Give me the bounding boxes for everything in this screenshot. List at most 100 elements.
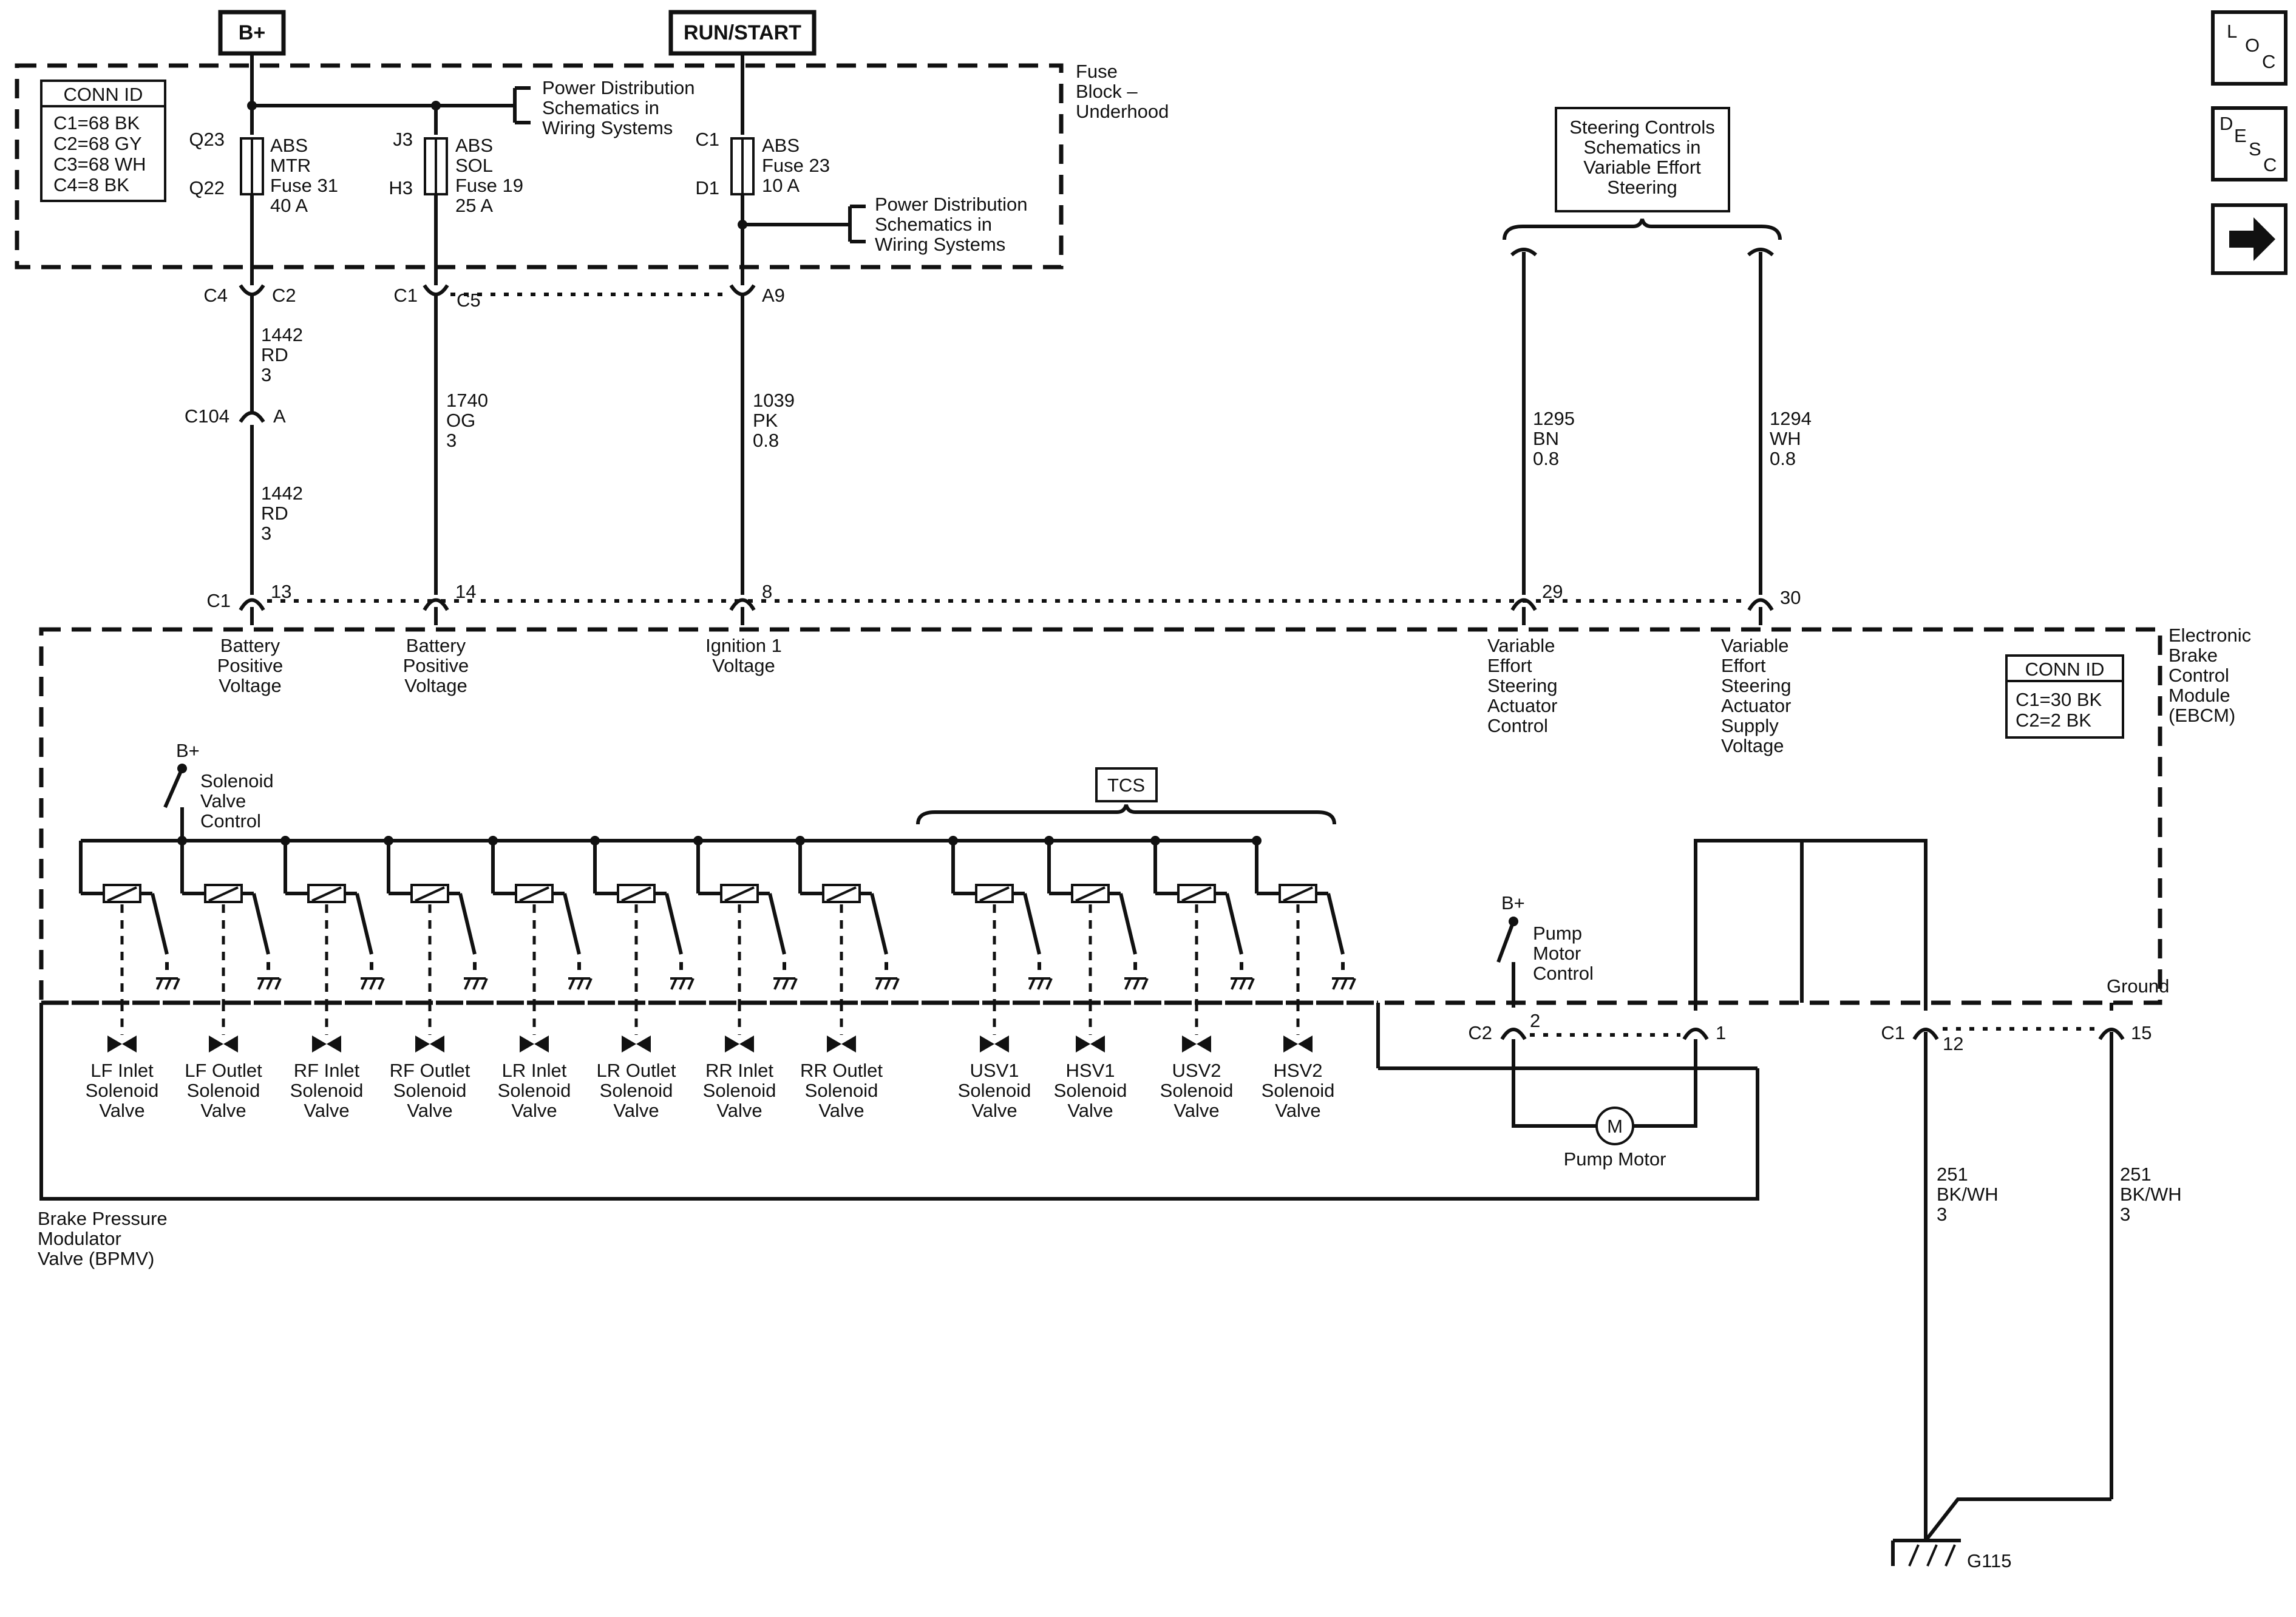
svg-text:Underhood: Underhood (1076, 101, 1169, 122)
steering-ref-connector-right (1747, 248, 1775, 257)
svg-text:1294: 1294 (1770, 408, 1812, 429)
desc-button[interactable]: D E S C (2211, 106, 2288, 181)
valve-label-usv1-0: USV1 (970, 1060, 1019, 1081)
valve-icon (1283, 1036, 1313, 1053)
valve-label-lf-outlet-0: LF Outlet (185, 1060, 262, 1081)
tcs-bracket (916, 804, 1336, 825)
ground-connector-c1-pin12: C1 12 (1881, 1022, 1963, 1541)
svg-text:CONN ID: CONN ID (2025, 659, 2105, 680)
wire-1039-label: 1039 PK 0.8 (753, 390, 795, 451)
solenoid-driver-rf-inlet (280, 836, 385, 1003)
valve-label-lr-inlet-0: LR Inlet (502, 1060, 567, 1081)
valve-label-rf-inlet-1: Solenoid (290, 1080, 364, 1101)
pump-motor-wire-left (1512, 1039, 1597, 1128)
loc-letter-l: L (2227, 21, 2237, 42)
solenoid-driver-rr-inlet (693, 836, 798, 1003)
ebcm-pin-8: 8 (729, 581, 772, 625)
svg-text:ABS: ABS (455, 135, 493, 156)
ebcm-pin-29: 29 (1510, 581, 1563, 625)
valve-label-usv2-1: Solenoid (1160, 1080, 1234, 1101)
svg-text:Valve (BPMV): Valve (BPMV) (38, 1248, 154, 1269)
solenoid-valve-control-label: Solenoid Valve Control (200, 770, 274, 832)
ebcm-pin-label-battery-1: Battery Positive Voltage (217, 635, 284, 696)
wire-1294-label: 1294 WH 0.8 (1770, 408, 1812, 469)
ebcm-name: Electronic Brake Control Module (EBCM) (2169, 625, 2251, 726)
svg-text:25 A: 25 A (455, 195, 493, 216)
valve-label-usv2-0: USV2 (1172, 1060, 1221, 1081)
svg-text:Steering: Steering (1721, 675, 1791, 696)
next-button[interactable] (2211, 203, 2288, 275)
fuse-block-outline (15, 63, 1064, 270)
svg-text:1740: 1740 (446, 390, 488, 411)
loc-letter-c: C (2262, 51, 2275, 72)
wire-251-right-label: 251 BK/WH 3 (2120, 1164, 2182, 1225)
ground-g115-symbol (1891, 1539, 1961, 1567)
svg-text:Variable: Variable (1487, 635, 1555, 656)
svg-text:3: 3 (2120, 1204, 2130, 1225)
valve-label-usv1-1: Solenoid (958, 1080, 1031, 1101)
svg-text:Control: Control (1487, 715, 1548, 736)
valve-label-lf-inlet-0: LF Inlet (90, 1060, 154, 1081)
steering-ref-bracket (1503, 219, 1782, 240)
svg-text:C1: C1 (393, 285, 418, 306)
ebcm-ground-label: Ground (2107, 975, 2169, 997)
svg-text:Battery: Battery (220, 635, 280, 656)
svg-text:Schematics in: Schematics in (542, 97, 659, 118)
svg-text:0.8: 0.8 (1770, 448, 1796, 469)
valve-icon (209, 1036, 238, 1053)
svg-text:ABS: ABS (762, 135, 800, 156)
ebcm-pin-30: 30 (1747, 587, 1801, 625)
svg-text:Steering Controls: Steering Controls (1569, 117, 1715, 138)
run-start-header-label: RUN/START (684, 21, 801, 44)
fuse-31-pin-bottom: Q22 (189, 177, 225, 198)
svg-text:WH: WH (1770, 428, 1801, 449)
svg-text:BK/WH: BK/WH (2120, 1184, 2182, 1205)
valve-label-hsv1-1: Solenoid (1054, 1080, 1127, 1101)
ebcm-pin-label-ves-supply: Variable Effort Steering Actuator Supply… (1721, 635, 1791, 756)
svg-text:Positive: Positive (403, 655, 469, 676)
svg-text:10 A: 10 A (762, 175, 800, 196)
loc-letter-o: O (2245, 35, 2260, 56)
valve-label-rf-inlet-2: Valve (304, 1100, 349, 1121)
svg-text:C4: C4 (203, 285, 228, 306)
pump-supply-wire (1694, 839, 1804, 1011)
svg-text:30: 30 (1780, 587, 1801, 608)
svg-text:C2: C2 (1468, 1022, 1492, 1043)
svg-text:Valve: Valve (200, 790, 246, 812)
valve-label-hsv2-1: Solenoid (1262, 1080, 1335, 1101)
loc-button[interactable]: L O C (2211, 10, 2288, 86)
svg-text:Ignition 1: Ignition 1 (705, 635, 782, 656)
pump-connector-pin1: 1 (1682, 1022, 1726, 1043)
pump-connector-c2-pin2: C2 2 (1468, 1010, 1540, 1043)
fuse-23-label: ABS Fuse 23 10 A (762, 135, 830, 196)
tcs-label: TCS (1107, 775, 1145, 796)
valve-label-hsv1-2: Valve (1067, 1100, 1113, 1121)
ebcm-conn-id-box: CONN ID C1=30 BK C2=2 BK (2005, 654, 2124, 739)
svg-text:1442: 1442 (261, 483, 303, 504)
ground-splice-wire (1924, 1497, 2111, 1542)
valve-icon (1182, 1036, 1211, 1053)
svg-text:RD: RD (261, 344, 288, 365)
svg-text:BK/WH: BK/WH (1937, 1184, 1999, 1205)
pump-motor-symbol (1595, 1107, 1634, 1145)
fuse-23-pin-top: C1 (695, 129, 719, 150)
ebcm-pin-label-ignition: Ignition 1 Voltage (705, 635, 782, 676)
svg-text:Modulator: Modulator (38, 1228, 121, 1249)
valve-label-hsv1-0: HSV1 (1066, 1060, 1115, 1081)
fuse-block-conn-id-box: CONN ID C1=68 BK C2=68 GY C3=68 WH C4=8 … (40, 80, 166, 202)
valve-label-hsv2-0: HSV2 (1274, 1060, 1323, 1081)
svg-text:Battery: Battery (406, 635, 466, 656)
svg-text:B+: B+ (1501, 892, 1525, 914)
svg-text:Power Distribution: Power Distribution (542, 77, 695, 98)
svg-text:Block –: Block – (1076, 81, 1138, 102)
solenoid-driver-hsv2 (1252, 836, 1356, 1003)
svg-text:Voltage: Voltage (219, 675, 281, 696)
valve-label-lr-outlet-0: LR Outlet (597, 1060, 676, 1081)
svg-text:Solenoid: Solenoid (200, 770, 274, 792)
svg-text:Voltage: Voltage (404, 675, 467, 696)
